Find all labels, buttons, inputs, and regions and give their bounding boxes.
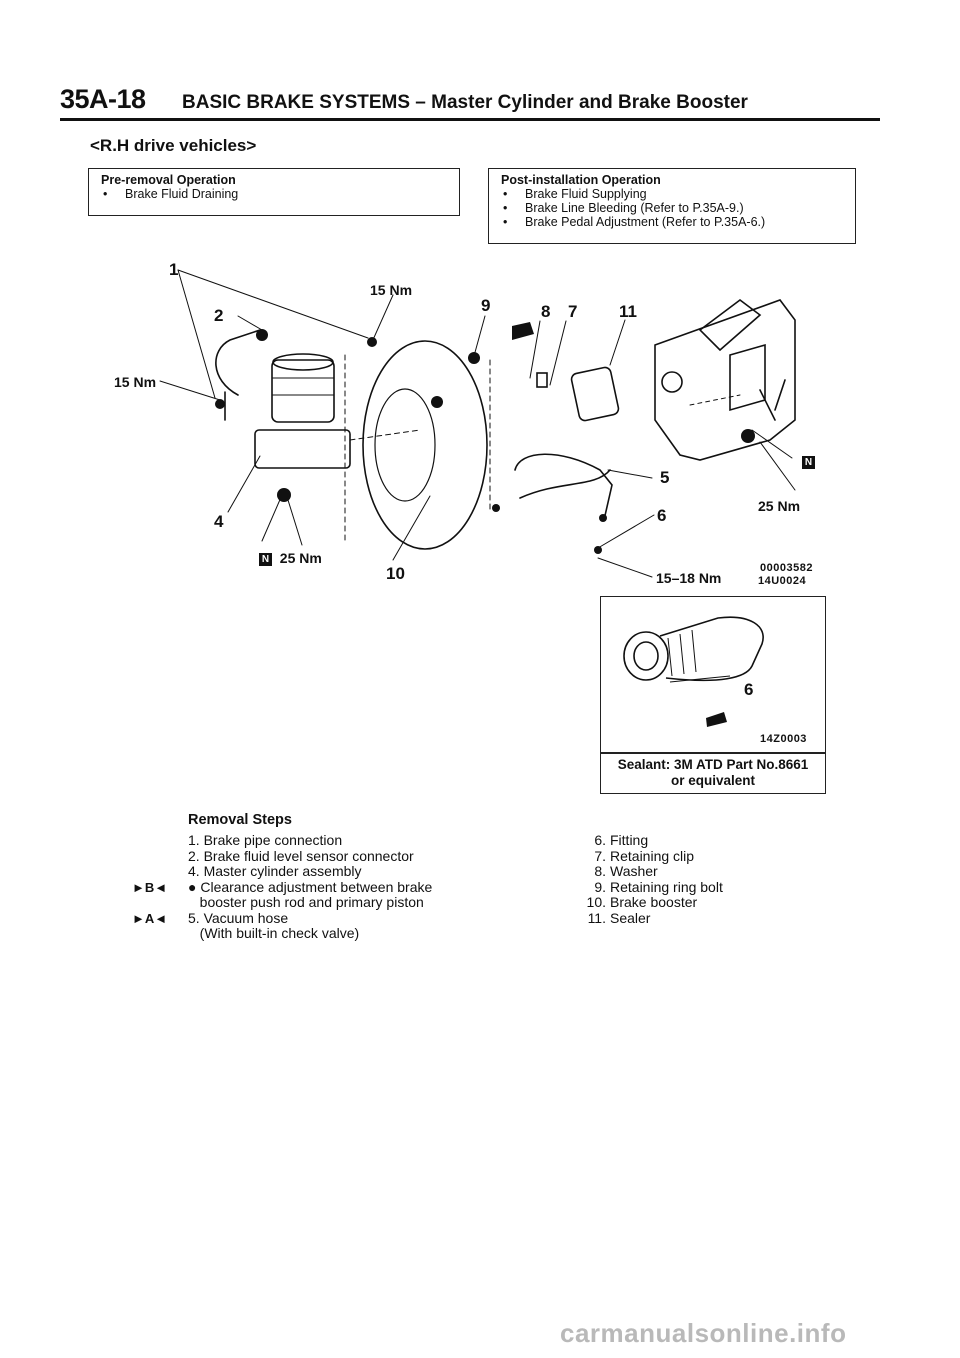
callout-8: 8 xyxy=(541,302,551,321)
callout-5: 5 xyxy=(660,468,670,487)
callout-2: 2 xyxy=(214,306,224,325)
torque-label: N 25 Nm xyxy=(259,550,322,566)
removal-steps-left: 1. Brake pipe connection 2. Brake fluid … xyxy=(132,832,433,942)
torque-label: 15 Nm xyxy=(370,282,413,298)
step-row: ►A◄5. Vacuum hose xyxy=(132,909,289,926)
pedal-bracket xyxy=(654,299,796,461)
inset-divider xyxy=(600,752,826,754)
figure-code: 14U0024 xyxy=(758,575,807,587)
inset-callout-6: 6 xyxy=(744,680,754,699)
step-row: 6.Fitting xyxy=(594,832,649,848)
sealant-tube-icon xyxy=(512,322,534,340)
sealant-tube-icon xyxy=(706,712,727,727)
step-row: 2. Brake fluid level sensor connector xyxy=(188,847,414,864)
step-row: 1. Brake pipe connection xyxy=(188,832,343,848)
step-row: 10.Brake booster xyxy=(586,894,698,910)
pre-removal-box: Pre-removal Operation •Brake Fluid Drain… xyxy=(88,168,460,216)
reference-mark-b: ►B◄ xyxy=(132,879,168,895)
step-row: (With built-in check valve) xyxy=(188,925,360,941)
figure-code: 00003582 xyxy=(760,562,813,574)
callout-1: 1 xyxy=(169,260,179,279)
torque-label: 15 Nm xyxy=(114,374,157,390)
post-installation-box: Post-installation Operation •Brake Fluid… xyxy=(488,168,856,244)
pre-removal-title: Pre-removal Operation xyxy=(101,173,236,187)
sealant-line-1: Sealant: 3M ATD Part No.8661 xyxy=(617,757,809,772)
post-installation-item: •Brake Pedal Adjustment (Refer to P.35A-… xyxy=(503,215,766,229)
page-title: BASIC BRAKE SYSTEMS – Master Cylinder an… xyxy=(182,92,748,113)
sealant-line-2: or equivalent xyxy=(670,773,756,788)
step-row: 4. Master cylinder assembly xyxy=(188,863,362,879)
step-row: ►B◄● Clearance adjustment between brake xyxy=(132,878,433,895)
fitting-detail-drawing xyxy=(623,616,764,727)
reference-mark-a: ►A◄ xyxy=(132,910,168,926)
inset-figure-code: 14Z0003 xyxy=(760,733,807,745)
sealant-note: Sealant: 3M ATD Part No.8661 or equivale… xyxy=(600,757,826,789)
n-mark-icon: N xyxy=(802,456,815,469)
page-code: 35A-18 xyxy=(60,84,146,114)
step-row: 7.Retaining clip xyxy=(594,847,695,864)
master-cylinder-body xyxy=(254,429,351,469)
callout-6: 6 xyxy=(657,506,667,525)
step-row: 9.Retaining ring bolt xyxy=(594,878,723,895)
fitting-detail-inset xyxy=(600,596,826,794)
torque-label: 25 Nm xyxy=(758,498,801,514)
reservoir xyxy=(271,359,335,423)
removal-steps-right: 6.Fitting 7.Retaining clip 8.Washer 9.Re… xyxy=(586,832,723,926)
watermark: carmanualsonline.info xyxy=(560,1318,847,1348)
n-mark-icon: N xyxy=(259,552,272,566)
removal-steps-title: Removal Steps xyxy=(188,812,292,828)
header-rule xyxy=(60,118,880,121)
step-row: 11.Sealer xyxy=(587,909,651,926)
brake-assembly-diagram xyxy=(159,269,796,578)
booster-body xyxy=(362,340,488,550)
callout-7: 7 xyxy=(568,302,578,321)
pre-removal-item: •Brake Fluid Draining xyxy=(103,187,239,201)
callout-9: 9 xyxy=(481,296,491,315)
callout-11: 11 xyxy=(619,302,637,321)
callout-10: 10 xyxy=(386,564,405,583)
callout-4: 4 xyxy=(214,512,224,531)
post-installation-title: Post-installation Operation xyxy=(501,173,661,187)
section-subtitle: <R.H drive vehicles> xyxy=(90,136,257,155)
post-installation-item: •Brake Fluid Supplying xyxy=(503,187,647,201)
step-row: 8.Washer xyxy=(594,863,658,879)
step-row: booster push rod and primary piston xyxy=(188,894,424,910)
torque-label: 15–18 Nm xyxy=(656,570,722,586)
post-installation-item: •Brake Line Bleeding (Refer to P.35A-9.) xyxy=(503,201,744,215)
